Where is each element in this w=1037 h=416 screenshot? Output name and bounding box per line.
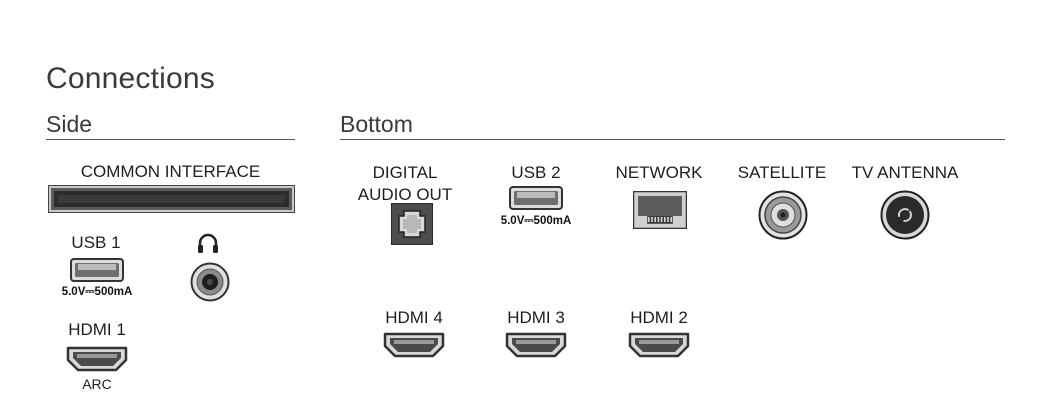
ci-slot-icon — [48, 185, 295, 213]
digital-audio-out-label-line1: DIGITAL — [372, 163, 438, 182]
hdmi4-label: HDMI 4 — [385, 308, 443, 327]
usb2-label: USB 2 — [511, 163, 561, 182]
bottom-divider — [340, 139, 1005, 140]
usb-port-icon — [509, 186, 563, 210]
page-title: Connections — [46, 62, 215, 95]
tv-antenna-label: TV ANTENNA — [851, 163, 959, 182]
hdmi-port-icon — [627, 331, 691, 359]
section-side-heading: Side — [46, 111, 93, 137]
hdmi3-label: HDMI 3 — [507, 308, 565, 327]
headphones-icon — [196, 232, 220, 254]
usb1-spec: 5.0V⎓500mA — [61, 286, 133, 298]
optical-port-icon — [391, 203, 433, 245]
hdmi-port-icon — [65, 345, 129, 373]
usb-port-icon — [70, 258, 124, 282]
antenna-connector-icon — [880, 190, 930, 240]
side-divider — [46, 139, 295, 140]
hdmi-port-icon — [382, 331, 446, 359]
common-interface-label: COMMON INTERFACE — [80, 162, 261, 181]
network-label: NETWORK — [615, 163, 703, 182]
hdmi-port-icon — [504, 331, 568, 359]
satellite-connector-icon — [758, 190, 808, 240]
satellite-label: SATELLITE — [737, 163, 827, 182]
section-bottom-heading: Bottom — [340, 111, 413, 137]
hdmi2-label: HDMI 2 — [630, 308, 688, 327]
usb2-spec: 5.0V⎓500mA — [500, 215, 572, 227]
hdmi1-arc-label: ARC — [82, 376, 112, 392]
hdmi1-label: HDMI 1 — [68, 320, 126, 339]
usb1-label: USB 1 — [71, 233, 121, 252]
ethernet-port-icon — [633, 191, 687, 229]
digital-audio-out-label-line2: AUDIO OUT — [357, 185, 453, 204]
audio-jack-icon — [190, 262, 230, 302]
